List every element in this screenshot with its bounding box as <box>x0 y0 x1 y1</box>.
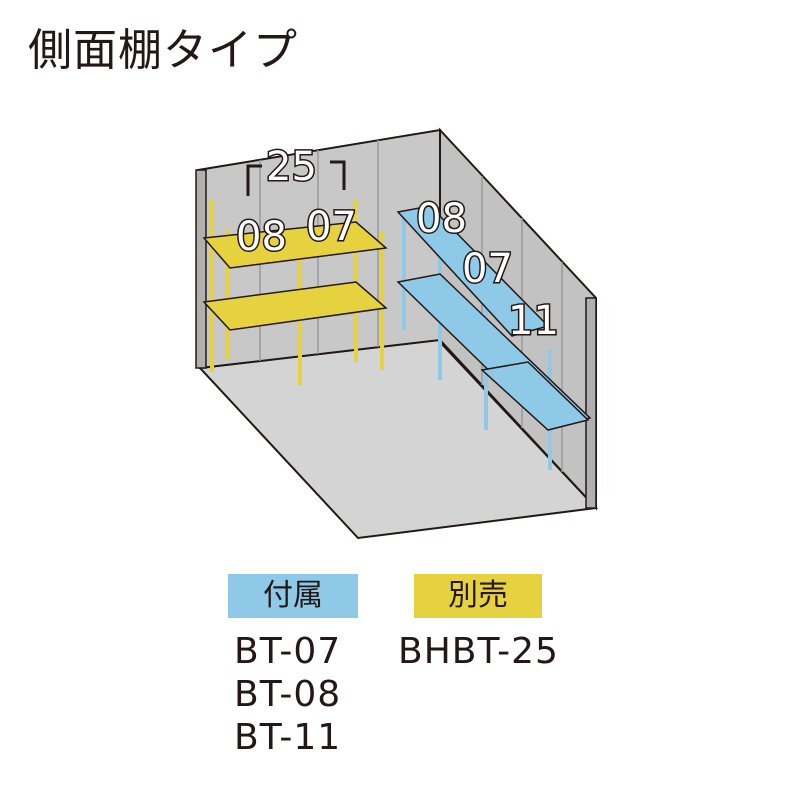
yellow-shelf-top <box>202 221 388 269</box>
blue-shelf-lower <box>480 361 590 431</box>
included-badge: 付属 <box>228 574 358 618</box>
blue-shelf-top <box>396 205 550 337</box>
list-item: BHBT-25 <box>398 631 559 672</box>
label-yellow-08: 08 <box>236 214 287 260</box>
label-blue-08: 08 <box>416 196 467 242</box>
right-corner-post <box>585 297 597 509</box>
yellow-shelf-middle <box>202 281 388 331</box>
included-items-list: BT-07 BT-08 BT-11 <box>234 630 341 759</box>
list-item: BT-08 <box>234 674 342 715</box>
left-corner-post <box>195 169 207 369</box>
yellow-shelf-unit <box>202 200 388 385</box>
label-yellow-07: 07 <box>306 204 357 250</box>
width-bracket <box>246 160 346 196</box>
sold-separately-items-list: BHBT-25 <box>398 630 559 673</box>
page-title: 側面棚タイプ <box>28 25 298 76</box>
sold-separately-badge: 別売 <box>414 574 542 618</box>
label-blue-11: 11 <box>508 298 559 344</box>
label-blue-07: 07 <box>462 246 513 292</box>
list-item: BT-11 <box>234 717 342 758</box>
list-item: BT-07 <box>234 631 342 672</box>
blue-shelf-unit <box>396 205 592 470</box>
label-width-25: 25 <box>266 144 317 190</box>
